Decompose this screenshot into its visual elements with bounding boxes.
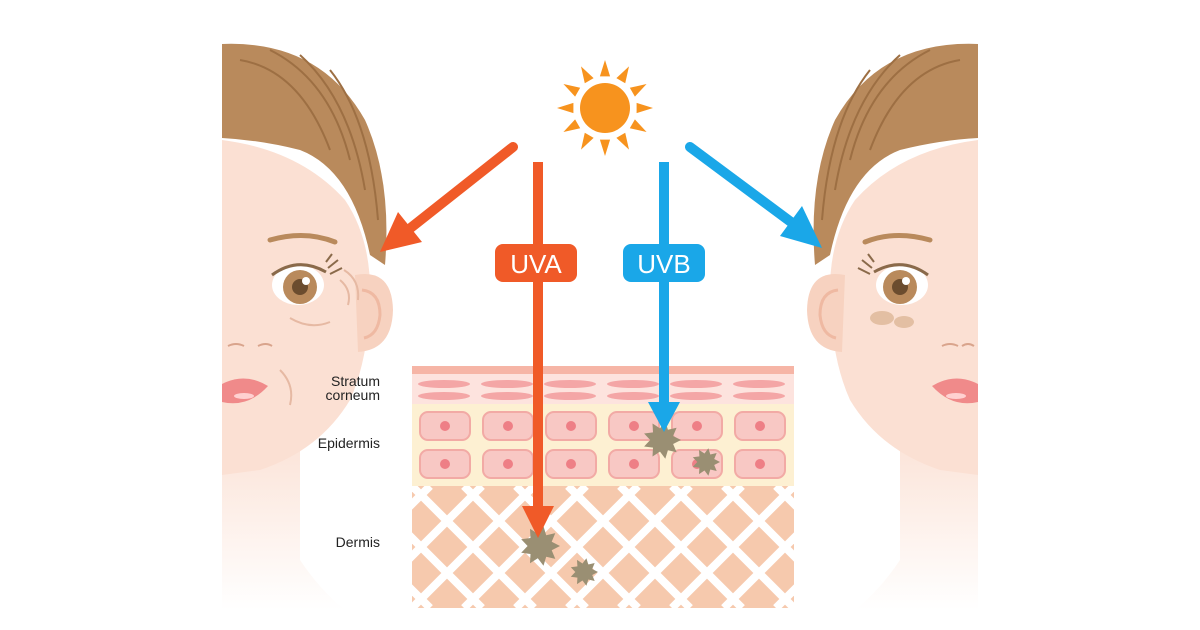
sun-ray bbox=[616, 132, 629, 150]
epidermis-cell bbox=[482, 449, 534, 479]
stratum-cell bbox=[607, 392, 659, 400]
damage-spot bbox=[521, 526, 560, 566]
collagen-fiber bbox=[1088, 486, 1200, 608]
epidermis-cells bbox=[419, 411, 786, 479]
sun-ray bbox=[629, 119, 647, 132]
stratum-cell bbox=[670, 392, 722, 400]
sun bbox=[557, 60, 653, 156]
epidermis-cell bbox=[482, 411, 534, 441]
stratum-cell bbox=[481, 380, 533, 388]
collagen-fiber bbox=[1036, 486, 1158, 608]
uva-label: UVA bbox=[510, 249, 562, 279]
stratum-cell bbox=[481, 392, 533, 400]
uvb-label: UVB bbox=[637, 249, 690, 279]
collagen-fiber bbox=[984, 486, 1106, 608]
epidermis-cell bbox=[671, 411, 723, 441]
collagen-fiber bbox=[721, 532, 794, 608]
collagen-fiber bbox=[669, 486, 794, 608]
left-ear bbox=[355, 274, 393, 352]
epidermis-cell bbox=[545, 411, 597, 441]
uva-badge: UVA bbox=[495, 244, 577, 282]
label-dermis: Dermis bbox=[336, 534, 380, 550]
right-hair bbox=[813, 43, 978, 265]
collagen-fiber bbox=[412, 486, 485, 562]
collagen-fiber bbox=[461, 486, 589, 608]
left-lips bbox=[222, 378, 268, 404]
label-stratum-line2: corneum bbox=[326, 387, 380, 403]
collagen-fiber bbox=[1088, 486, 1200, 608]
epidermis-cell bbox=[419, 411, 471, 441]
stratum-cell bbox=[607, 380, 659, 388]
collagen-fiber bbox=[0, 486, 118, 608]
uvb-badge: UVB bbox=[623, 244, 705, 282]
collagen-fiber bbox=[48, 486, 170, 608]
left-hair bbox=[222, 43, 387, 265]
right-face bbox=[807, 43, 978, 610]
sun-ray bbox=[557, 102, 574, 114]
collagen-fiber bbox=[617, 486, 745, 608]
uva-arrow-to-face bbox=[380, 142, 518, 252]
stratum-cell bbox=[544, 392, 596, 400]
right-lips bbox=[932, 378, 978, 404]
epidermis-cell bbox=[608, 449, 660, 479]
epidermis-cell bbox=[545, 449, 597, 479]
damage-spot bbox=[570, 558, 598, 586]
damage-spot bbox=[692, 448, 720, 476]
epidermis-cell bbox=[734, 411, 786, 441]
collagen-fiber bbox=[1036, 486, 1158, 608]
stratum-cell bbox=[670, 380, 722, 388]
collagen-fiber bbox=[0, 486, 118, 608]
sun-ray bbox=[581, 66, 594, 84]
right-age-spot bbox=[894, 316, 914, 328]
skin-cross-section bbox=[0, 366, 1200, 608]
damage-spot bbox=[644, 421, 681, 459]
sun-ray bbox=[616, 66, 629, 84]
collagen-fiber bbox=[100, 486, 222, 608]
epidermis-layer bbox=[412, 404, 794, 486]
sun-ray bbox=[636, 102, 653, 114]
right-ear bbox=[807, 274, 845, 352]
sun-ray bbox=[599, 139, 611, 156]
dermis-collagen-mesh bbox=[0, 486, 1200, 608]
sun-rays bbox=[557, 60, 653, 156]
sun-ray bbox=[581, 132, 594, 150]
collagen-fiber bbox=[412, 486, 537, 608]
sun-ray bbox=[563, 84, 581, 97]
stratum-cell bbox=[733, 392, 785, 400]
right-age-spot bbox=[870, 311, 894, 325]
left-face bbox=[222, 43, 393, 610]
stratum-cells bbox=[418, 380, 785, 400]
epidermis-cell bbox=[734, 449, 786, 479]
epidermis-cell bbox=[608, 411, 660, 441]
collagen-fiber bbox=[513, 486, 641, 608]
label-stratum-line1: Stratum bbox=[331, 373, 380, 389]
sun-core bbox=[580, 83, 630, 133]
stratum-cell bbox=[418, 380, 470, 388]
sun-ray bbox=[629, 84, 647, 97]
uva-arrow-to-skin bbox=[522, 162, 554, 538]
collagen-fiber bbox=[48, 486, 170, 608]
uvb-arrow-to-face bbox=[685, 142, 822, 248]
sun-ray bbox=[599, 60, 611, 77]
sun-ray bbox=[563, 119, 581, 132]
label-epidermis: Epidermis bbox=[318, 435, 380, 451]
collagen-fiber bbox=[100, 486, 222, 608]
stratum-cell bbox=[418, 392, 470, 400]
uvb-arrow-to-skin bbox=[648, 162, 680, 432]
epidermis-cell bbox=[419, 449, 471, 479]
collagen-fiber bbox=[984, 486, 1106, 608]
collagen-fiber bbox=[565, 486, 693, 608]
stratum-cell bbox=[733, 380, 785, 388]
stratum-cell bbox=[544, 380, 596, 388]
